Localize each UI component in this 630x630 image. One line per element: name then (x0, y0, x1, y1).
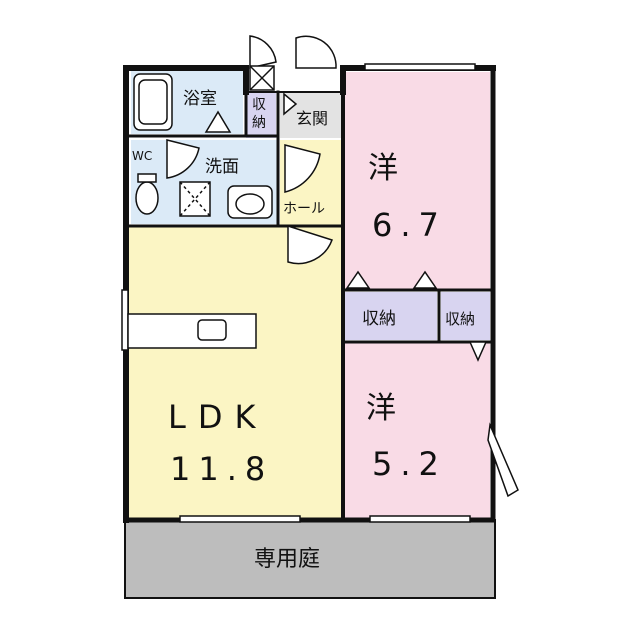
storage-small-label: 収納 (252, 97, 266, 131)
hall-label: ホール (283, 201, 325, 217)
storage-small (246, 92, 276, 138)
washroom-label: 洗面 (205, 157, 239, 177)
bath-label: 浴室 (183, 89, 217, 109)
western-room-south (345, 342, 490, 520)
western-north-size: 6.7 (372, 206, 447, 244)
western-south-size: 5.2 (372, 445, 447, 483)
fixtures (127, 65, 438, 349)
ldk-room (128, 226, 341, 520)
western-room-north (345, 72, 490, 290)
toilet (135, 181, 159, 215)
garden-area (124, 519, 496, 599)
entrance-label: 玄関 (296, 109, 328, 128)
wc-label: WC (132, 149, 152, 163)
western-north-name: 洋 (368, 151, 398, 186)
garden-label: 専用庭 (254, 547, 320, 572)
storage-mid-label: 収納 (362, 309, 396, 329)
kitchen-counter (127, 313, 257, 349)
storage-mid (345, 292, 437, 340)
doors (166, 35, 519, 498)
ldk-name: LDK (168, 398, 267, 436)
storage-right (441, 292, 490, 340)
ldk-size: 11.8 (170, 450, 273, 488)
windows (121, 63, 476, 523)
western-south-name: 洋 (366, 391, 396, 426)
storage-right-label: 収納 (445, 310, 475, 328)
